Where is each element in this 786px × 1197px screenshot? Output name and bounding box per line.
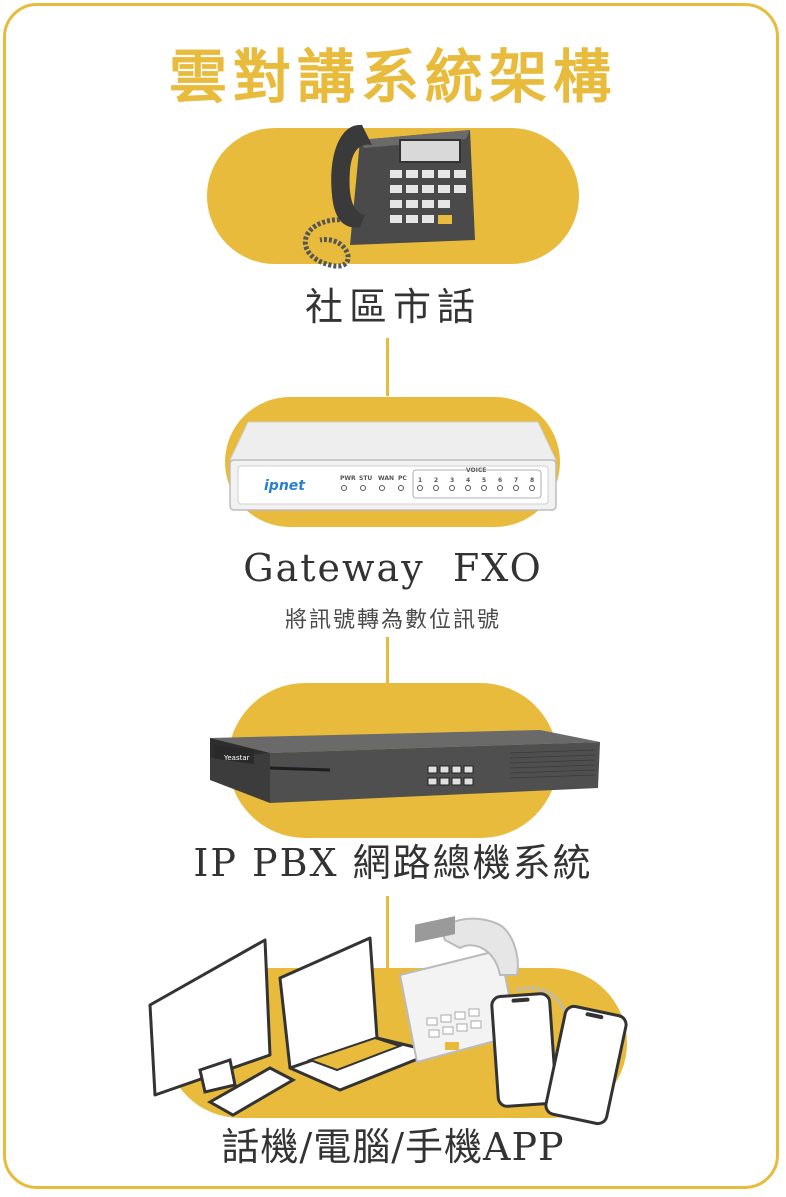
gateway-device-icon: ipnet PWR STU WAN PC VOICE 1 2 3 4 5 6 7… (229, 421, 557, 511)
indicator-label: STU (359, 475, 372, 482)
voice-title: VOICE (466, 467, 486, 474)
gateway-brand-logo: ipnet (264, 478, 306, 494)
node-4-label: 話機/電腦/手機APP (221, 1125, 565, 1169)
outer-frame (3, 3, 779, 1189)
port-number: 6 (498, 477, 502, 484)
node-2-label: Gateway FXO (243, 546, 543, 590)
indicator-label: PC (398, 475, 407, 482)
node-1-label: 社區市話 (304, 285, 481, 329)
connector-3 (386, 896, 389, 968)
desk-phone-icon (302, 124, 475, 269)
port-number: 4 (466, 477, 470, 484)
endpoint-devices-icon (148, 916, 628, 1126)
indicator-label: PWR (340, 475, 356, 482)
connector-2 (386, 637, 389, 687)
node-3-label: IP PBX 網路總機系統 (193, 841, 593, 885)
port-number: 2 (434, 477, 438, 484)
port-number: 7 (514, 477, 518, 484)
server-brand-logo: Yeastar (223, 754, 250, 762)
port-number: 8 (530, 477, 534, 484)
node-2-sublabel: 將訊號轉為數位訊號 (284, 608, 501, 633)
connector-1 (386, 338, 389, 396)
port-number: 5 (482, 477, 486, 484)
port-number: 1 (418, 477, 422, 484)
diagram-title: 雲對講系統架構 (168, 43, 617, 111)
indicator-label: WAN (378, 475, 394, 482)
rack-server-icon: Yeastar (210, 730, 600, 803)
port-number: 3 (450, 477, 454, 484)
